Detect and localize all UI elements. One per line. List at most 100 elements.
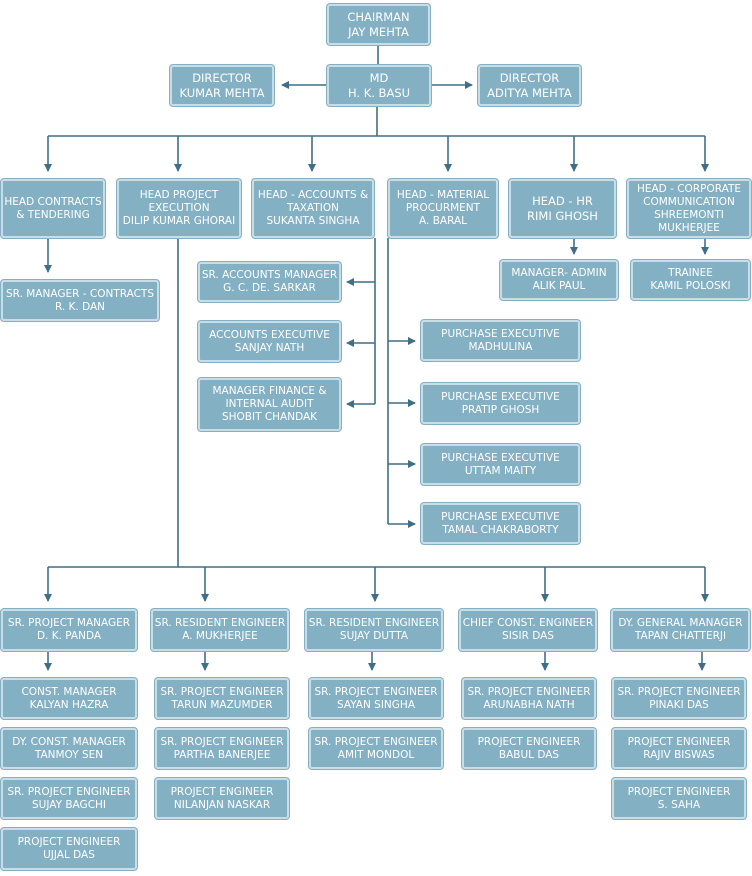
project-head-name: A. MUKHERJEE xyxy=(182,630,258,642)
head-project-box: HEAD PROJECT EXECUTION DILIP KUMAR GHORA… xyxy=(117,179,241,238)
member-name: UJJAL DAS xyxy=(43,849,95,861)
head-contracts-line2: & TENDERING xyxy=(16,208,90,221)
head-accounts-name: SUKANTA SINGHA xyxy=(266,215,360,227)
project-col-2-member-1: SR. PROJECT ENGINEER TARUN MAZUMDER xyxy=(155,678,289,719)
project-col-1-member-2: DY. CONST. MANAGER TANMOY SEN xyxy=(1,728,137,769)
member-title: PROJECT ENGINEER xyxy=(627,785,731,798)
project-head-title: DY. GENERAL MANAGER xyxy=(618,617,743,629)
project-head-name: SISIR DAS xyxy=(502,630,554,642)
head-corporate-box: HEAD - CORPORATE COMMUNICATION SHREEMONT… xyxy=(627,179,751,238)
member-title: SR. PROJECT ENGINEER xyxy=(617,685,741,698)
member-name: SUJAY BAGCHI xyxy=(31,798,107,811)
head-material-line2: PROCURMENT xyxy=(405,202,481,214)
head-contracts-line1: HEAD CONTRACTS xyxy=(4,195,102,208)
project-head-name: TAPAN CHATTERJI xyxy=(634,630,727,642)
project-col-5-member-2: PROJECT ENGINEER RAJIV BISWAS xyxy=(612,728,746,769)
md-box: MD H. K. BASU xyxy=(327,65,431,106)
director-right-name: ADITYA MEHTA xyxy=(487,85,572,100)
chairman-name: JAY MEHTA xyxy=(348,24,409,39)
project-head-title: SR. RESIDENT ENGINEER xyxy=(154,617,286,629)
project-head-title: SR. PROJECT MANAGER xyxy=(7,617,131,629)
project-col-1-head: SR. PROJECT MANAGER D. K. PANDA xyxy=(1,609,137,651)
project-col-5-head: DY. GENERAL MANAGER TAPAN CHATTERJI xyxy=(611,609,750,651)
purchase-staff-title: PURCHASE EXECUTIVE xyxy=(441,510,560,523)
accounts-staff-2: ACCOUNTS EXECUTIVE SANJAY NATH xyxy=(198,321,341,362)
member-name: TANMOY SEN xyxy=(34,748,104,761)
member-name: S. SAHA xyxy=(657,798,701,811)
project-col-1-member-4: PROJECT ENGINEER UJJAL DAS xyxy=(1,828,137,870)
director-left-name: KUMAR MEHTA xyxy=(179,85,265,100)
purchase-staff-name: TAMAL CHAKRABORTY xyxy=(442,523,559,536)
head-corporate-name1: SHREEMONTI xyxy=(654,208,724,221)
head-corporate-name2: MUKHERJEE xyxy=(658,221,720,234)
purchase-staff-name: PRATIP GHOSH xyxy=(461,403,540,416)
project-head-title: SR. RESIDENT ENGINEER xyxy=(308,617,440,629)
head-project-line2: EXECUTION xyxy=(148,202,210,214)
accounts-staff-title: MANAGER FINANCE & xyxy=(212,385,327,397)
member-title: CONST. MANAGER xyxy=(21,685,117,698)
accounts-staff-name: SHOBIT CHANDAK xyxy=(221,411,318,423)
director-right-box: DIRECTOR ADITYA MEHTA xyxy=(478,65,581,106)
accounts-staff-name: SANJAY NATH xyxy=(234,341,305,354)
md-title: MD xyxy=(369,70,389,85)
purchase-staff-4: PURCHASE EXECUTIVE TAMAL CHAKRABORTY xyxy=(421,503,580,544)
member-name: ARUNABHA NATH xyxy=(483,698,575,711)
member-title: DY. CONST. MANAGER xyxy=(12,735,126,748)
project-head-name: SUJAY DUTTA xyxy=(339,630,409,642)
project-col-1-member-1: CONST. MANAGER KALYAN HAZRA xyxy=(1,678,137,719)
member-name: NILANJAN NASKAR xyxy=(173,798,271,811)
member-title: SR. PROJECT ENGINEER xyxy=(467,685,591,698)
contracts-manager-title: SR. MANAGER - CONTRACTS xyxy=(5,287,155,300)
head-material-box: HEAD - MATERIAL PROCURMENT A. BARAL xyxy=(388,179,498,238)
project-col-5-member-3: PROJECT ENGINEER S. SAHA xyxy=(612,778,746,819)
head-contracts-box: HEAD CONTRACTS & TENDERING xyxy=(1,179,105,238)
purchase-staff-title: PURCHASE EXECUTIVE xyxy=(441,327,560,340)
project-col-1-member-3: SR. PROJECT ENGINEER SUJAY BAGCHI xyxy=(1,778,137,819)
accounts-staff-title: SR. ACCOUNTS MANAGER xyxy=(201,269,338,281)
project-col-2-head: SR. RESIDENT ENGINEER A. MUKHERJEE xyxy=(151,609,289,651)
head-hr-box: HEAD - HR RIMI GHOSH xyxy=(509,179,616,238)
project-col-4-member-1: SR. PROJECT ENGINEER ARUNABHA NATH xyxy=(462,678,596,719)
member-title: SR. PROJECT ENGINEER xyxy=(160,735,284,748)
project-col-4-member-2: PROJECT ENGINEER BABUL DAS xyxy=(462,728,596,769)
accounts-staff-title-2: INTERNAL AUDIT xyxy=(225,398,314,410)
purchase-staff-3: PURCHASE EXECUTIVE UTTAM MAITY xyxy=(421,444,580,485)
member-name: KALYAN HAZRA xyxy=(29,698,109,711)
member-name: BABUL DAS xyxy=(498,748,560,761)
member-title: PROJECT ENGINEER xyxy=(477,735,581,748)
member-title: PROJECT ENGINEER xyxy=(17,836,121,848)
trainee-name: KAMIL POLOSKI xyxy=(650,280,731,292)
hr-manager-title: MANAGER- ADMIN xyxy=(511,267,607,279)
project-head-name: D. K. PANDA xyxy=(36,630,102,642)
trainee-box: TRAINEE KAMIL POLOSKI xyxy=(631,260,750,300)
head-accounts-line1: HEAD - ACCOUNTS & xyxy=(257,189,369,201)
head-corporate-line2: COMMUNICATION xyxy=(643,195,735,208)
head-project-name: DILIP KUMAR GHORAI xyxy=(122,215,236,227)
member-title: SR. PROJECT ENGINEER xyxy=(7,785,131,798)
purchase-staff-1: PURCHASE EXECUTIVE MADHULINA xyxy=(421,320,580,361)
member-title: SR. PROJECT ENGINEER xyxy=(314,735,438,748)
contracts-manager-name: R. K. DAN xyxy=(54,300,106,313)
head-corporate-line1: HEAD - CORPORATE xyxy=(636,182,742,195)
member-title: SR. PROJECT ENGINEER xyxy=(314,685,438,698)
member-name: TARUN MAZUMDER xyxy=(171,698,273,711)
member-name: RAJIV BISWAS xyxy=(643,748,715,761)
accounts-staff-1: SR. ACCOUNTS MANAGER G. C. DE. SARKAR xyxy=(198,262,341,302)
member-name: SAYAN SINGHA xyxy=(336,698,416,711)
member-title: SR. PROJECT ENGINEER xyxy=(160,685,284,698)
accounts-staff-name: G. C. DE. SARKAR xyxy=(223,282,316,294)
member-name: PARTHA BANERJEE xyxy=(173,748,271,761)
member-title: PROJECT ENGINEER xyxy=(627,735,731,748)
purchase-staff-name: UTTAM MAITY xyxy=(464,464,537,477)
chairman-box: CHAIRMAN JAY MEHTA xyxy=(327,4,430,45)
project-col-3-member-1: SR. PROJECT ENGINEER SAYAN SINGHA xyxy=(309,678,443,719)
head-material-line1: HEAD - MATERIAL xyxy=(396,189,490,201)
hr-manager-box: MANAGER- ADMIN ALIK PAUL xyxy=(500,260,618,300)
head-material-name: A. BARAL xyxy=(419,215,467,227)
project-col-3-head: SR. RESIDENT ENGINEER SUJAY DUTTA xyxy=(305,609,443,651)
md-name: H. K. BASU xyxy=(347,85,411,100)
head-hr-line1: HEAD - HR xyxy=(532,193,593,208)
purchase-staff-name: MADHULINA xyxy=(468,340,533,353)
